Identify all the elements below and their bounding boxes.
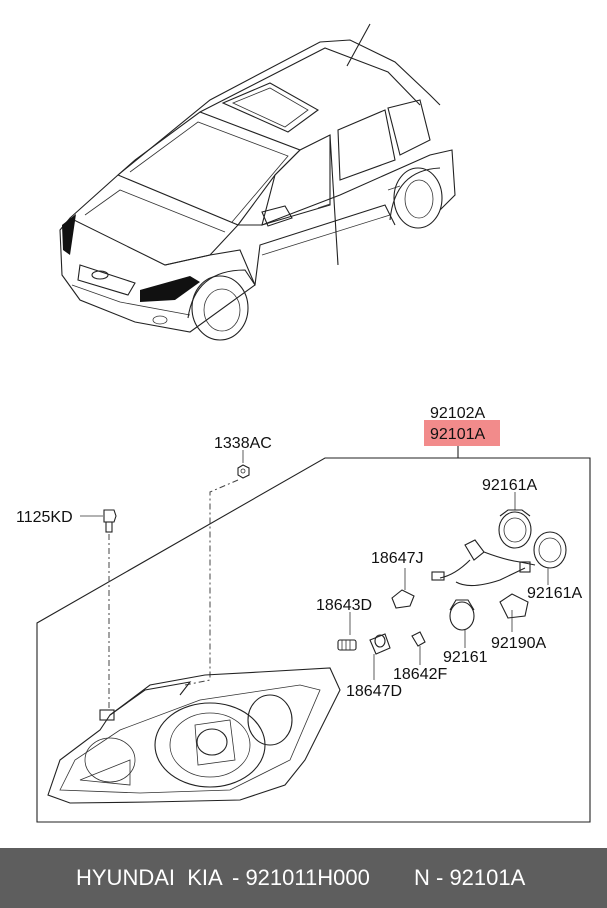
footer-part-number: - 921011H000 <box>232 865 370 890</box>
label-18647d: 18647D <box>346 683 402 700</box>
headlamp-housing <box>47 667 341 804</box>
wiring-harness <box>431 539 536 587</box>
actuator-92190a <box>499 593 529 632</box>
label-18643d: 18643D <box>316 597 372 614</box>
parts-diagram: 92102A 92101A 1338AC 1125KD 92161A 92161… <box>16 23 591 823</box>
label-92101a: 92101A <box>430 426 485 443</box>
label-92161a-right: 92161A <box>527 585 582 602</box>
socket-92161a-top <box>498 492 532 549</box>
socket-92161 <box>449 599 475 648</box>
assembly-frame <box>36 457 591 823</box>
label-92190a: 92190A <box>491 635 546 652</box>
label-18642f: 18642F <box>393 666 447 683</box>
nut-1338ac <box>237 450 250 479</box>
label-1125kd: 1125KD <box>16 509 73 526</box>
bulb-18643d <box>337 612 357 651</box>
car-illustration <box>59 23 456 341</box>
label-92102a: 92102A <box>430 405 485 422</box>
part-highlight <box>424 420 500 446</box>
label-1338ac: 1338AC <box>214 435 272 452</box>
bulb-18647j <box>391 568 415 609</box>
footer-brand: HYUNDAI KIA <box>76 865 223 890</box>
bulb-18642f <box>411 631 426 665</box>
footer-ref: N - 92101A <box>414 865 526 890</box>
screw-1125kd <box>80 509 117 533</box>
label-92161a-top: 92161A <box>482 477 537 494</box>
socket-92161a-right <box>533 531 567 585</box>
label-92161: 92161 <box>443 649 488 666</box>
bulb-18647d <box>369 633 391 680</box>
part-number-footer: HYUNDAI KIA - 921011H000 N - 92101A <box>0 848 607 908</box>
label-18647j: 18647J <box>371 550 424 567</box>
